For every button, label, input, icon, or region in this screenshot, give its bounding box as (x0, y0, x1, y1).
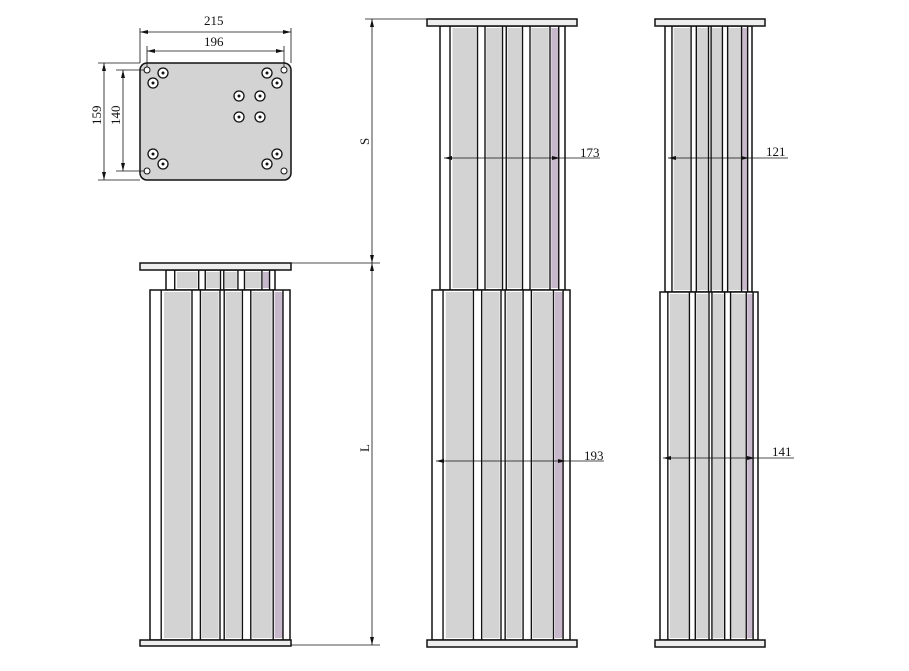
tube-panel (176, 272, 198, 288)
dim-141: 141 (772, 444, 792, 459)
hole-center (265, 71, 269, 75)
tube-panel (245, 272, 261, 288)
tube-panel (731, 294, 746, 638)
top-plate (426, 18, 578, 27)
tube-edge (747, 294, 754, 638)
hole-center (161, 162, 165, 166)
tube-panel (252, 292, 272, 638)
mounting-plate (139, 62, 292, 181)
hole-center (161, 71, 165, 75)
base-plate (426, 639, 578, 648)
tube-edge (274, 292, 283, 638)
base-plate (654, 639, 766, 648)
tube-panel (225, 292, 241, 638)
tube-panel (669, 294, 689, 638)
hole-center (151, 81, 155, 85)
length-label: L (357, 444, 372, 452)
tube-panel (483, 292, 500, 638)
hole-center (258, 115, 262, 119)
top-plate (654, 18, 766, 27)
tube-panel (445, 292, 473, 638)
tube-panel (506, 292, 522, 638)
base-plate (139, 639, 292, 647)
tube-panel (201, 292, 219, 638)
tube-panel (697, 28, 708, 290)
tube-panel (224, 272, 237, 288)
tube-panel (532, 292, 553, 638)
tube-edge (263, 272, 270, 288)
dim-121: 121 (766, 144, 786, 159)
corner-hole (280, 66, 288, 74)
tube-panel (712, 294, 724, 638)
corner-hole (280, 167, 288, 175)
hole-center (258, 94, 262, 98)
dim-173: 173 (580, 145, 600, 160)
tube-panel (164, 292, 191, 638)
tube-edge (554, 292, 564, 638)
tube-panel (206, 272, 220, 288)
tube-panel (696, 294, 709, 638)
hole-center (275, 152, 279, 156)
hole-center (275, 81, 279, 85)
tube-panel (728, 28, 741, 290)
dim-196: 196 (204, 34, 224, 49)
hole-center (237, 115, 241, 119)
dim-140: 140 (108, 106, 123, 126)
dim-159: 159 (89, 106, 104, 126)
dim-193: 193 (584, 448, 604, 463)
hole-center (151, 152, 155, 156)
stroke-label: S (357, 138, 372, 145)
dim-215: 215 (204, 13, 224, 28)
hole-center (237, 94, 241, 98)
tube-panel (673, 28, 691, 290)
hole-center (265, 162, 269, 166)
tube-panel (711, 28, 722, 290)
top-plate (139, 262, 292, 271)
tube-edge (742, 28, 748, 290)
